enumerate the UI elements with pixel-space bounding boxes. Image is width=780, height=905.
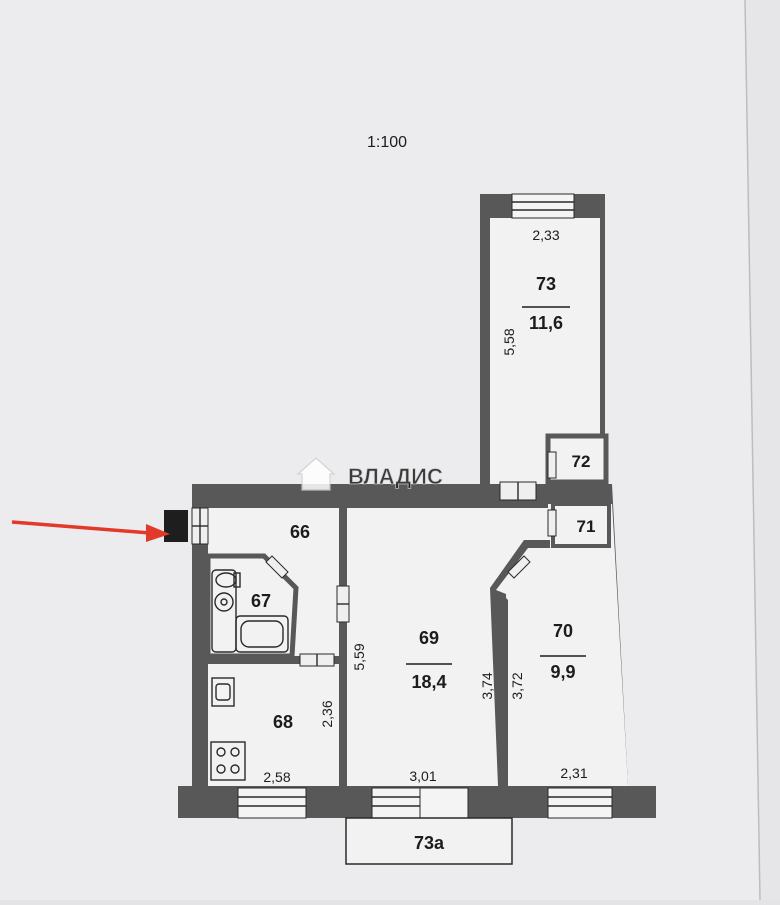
room-67-number: 67 bbox=[251, 591, 271, 611]
room-72-number: 72 bbox=[572, 452, 591, 471]
room-70-area: 9,9 bbox=[550, 662, 575, 682]
watermark-text: ВЛАДИС bbox=[348, 464, 443, 489]
stove-icon bbox=[210, 741, 246, 781]
dim-68-length: 2,36 bbox=[319, 700, 335, 727]
door-70 bbox=[507, 555, 531, 579]
room-69-area: 18,4 bbox=[411, 672, 446, 692]
room-68-number: 68 bbox=[273, 712, 293, 732]
dim-73-width: 2,33 bbox=[532, 227, 559, 243]
window-73 bbox=[511, 193, 575, 219]
room-70-number: 70 bbox=[553, 621, 573, 641]
room-70-floor bbox=[498, 502, 628, 786]
balcony-73a-label: 73а bbox=[414, 833, 445, 853]
room-67-bathroom bbox=[205, 553, 299, 659]
toilet-icon bbox=[215, 572, 241, 588]
dim-69-length: 5,59 bbox=[351, 643, 367, 670]
dim-70-width: 2,31 bbox=[560, 765, 587, 781]
kitchen-sink-icon bbox=[211, 677, 235, 707]
scale-label: 1:100 bbox=[367, 134, 407, 151]
partition-69-west bbox=[339, 502, 347, 790]
partition-71-top bbox=[548, 498, 612, 504]
watermark-logo: ВЛАДИС bbox=[296, 457, 443, 491]
dim-73-length: 5,58 bbox=[501, 328, 517, 355]
entrance-marker bbox=[164, 510, 188, 542]
sink-icon bbox=[214, 592, 234, 612]
balcony-73a bbox=[345, 817, 513, 865]
room-73-area: 11,6 bbox=[529, 313, 563, 333]
balcony-door bbox=[419, 787, 469, 819]
room-66-number: 66 bbox=[290, 522, 310, 542]
door-72 bbox=[547, 451, 557, 479]
dim-69-width: 3,01 bbox=[409, 768, 436, 784]
door-71 bbox=[547, 509, 557, 537]
window-70 bbox=[547, 787, 613, 819]
door-67 bbox=[265, 555, 289, 579]
partition-69-70 bbox=[490, 540, 550, 786]
window-69 bbox=[371, 787, 421, 819]
room-69-number: 69 bbox=[419, 628, 439, 648]
dim-68-width: 2,58 bbox=[263, 769, 290, 785]
paper-edge bbox=[744, 0, 761, 901]
room-71-number: 71 bbox=[577, 517, 596, 536]
entrance-arrow-icon bbox=[11, 520, 170, 542]
bathtub-icon bbox=[211, 569, 289, 653]
dim-70-length: 3,72 bbox=[509, 672, 525, 699]
window-68 bbox=[237, 787, 307, 819]
dim-69-east: 3,74 bbox=[479, 672, 495, 699]
room-73-number: 73 bbox=[536, 274, 556, 294]
partition-66-68 bbox=[200, 656, 339, 664]
